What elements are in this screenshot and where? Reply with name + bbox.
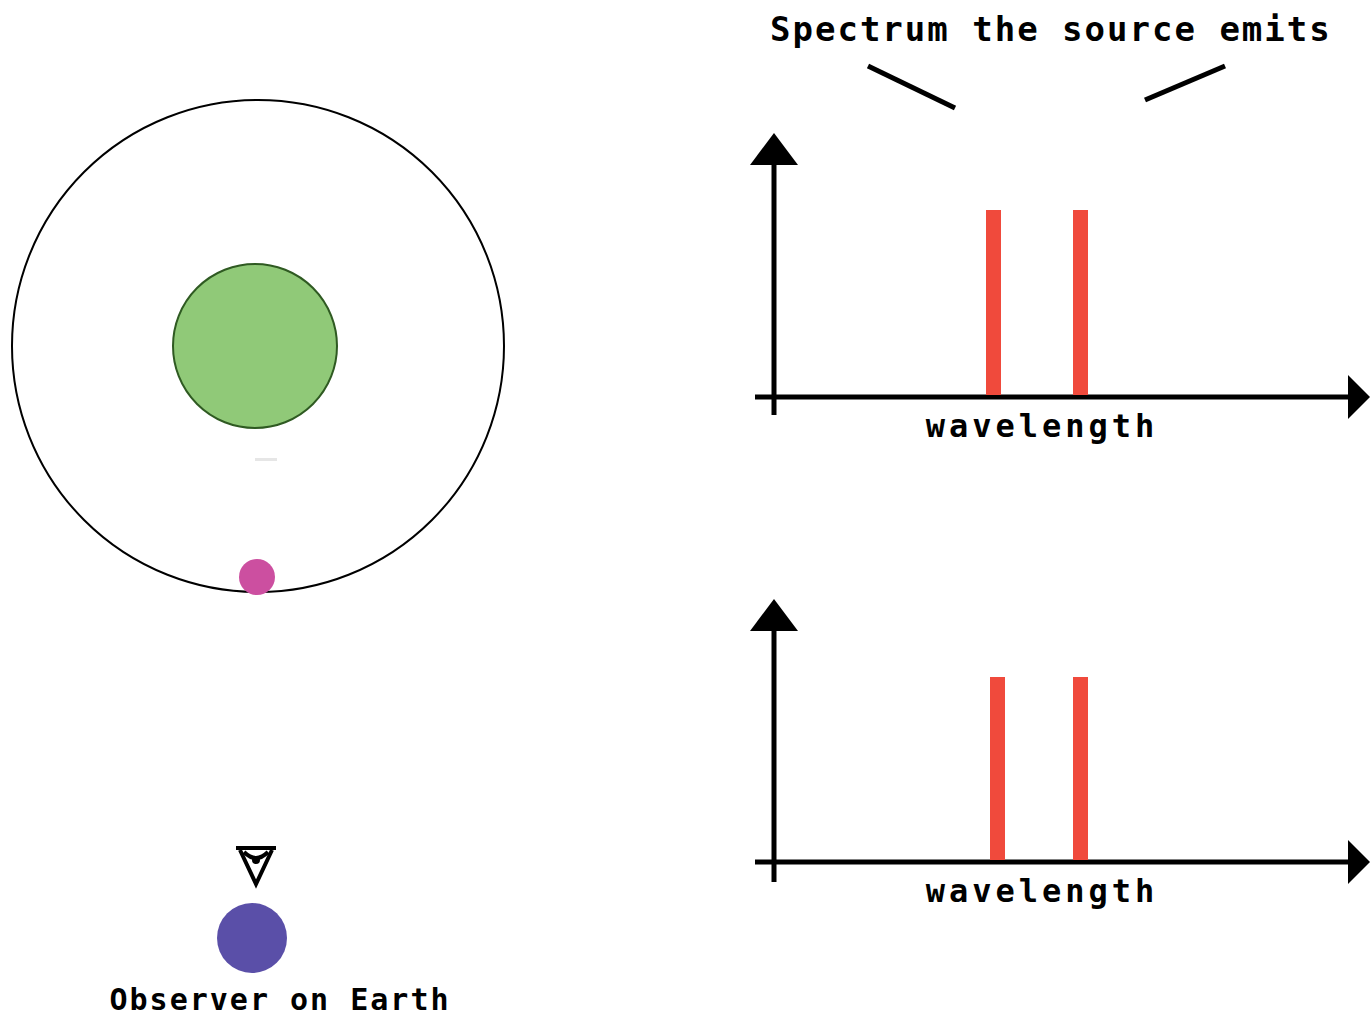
- eye-symbol: [236, 848, 276, 884]
- spectrum-graph-top: [750, 133, 1370, 419]
- axis-label: wavelength: [926, 410, 1159, 442]
- faint-mark: [255, 458, 277, 461]
- leader-line: [868, 66, 955, 108]
- orbiting-source: [239, 559, 275, 595]
- spectrum-graph-bottom: [750, 599, 1370, 884]
- leader-line: [1145, 66, 1225, 100]
- axis-label: wavelength: [926, 875, 1159, 907]
- central-star: [173, 264, 337, 428]
- earth-circle: [217, 903, 287, 973]
- title-label: Spectrum the source emits: [770, 12, 1332, 46]
- orbit-circle: [12, 100, 504, 592]
- observer-label: Observer on Earth: [109, 985, 450, 1015]
